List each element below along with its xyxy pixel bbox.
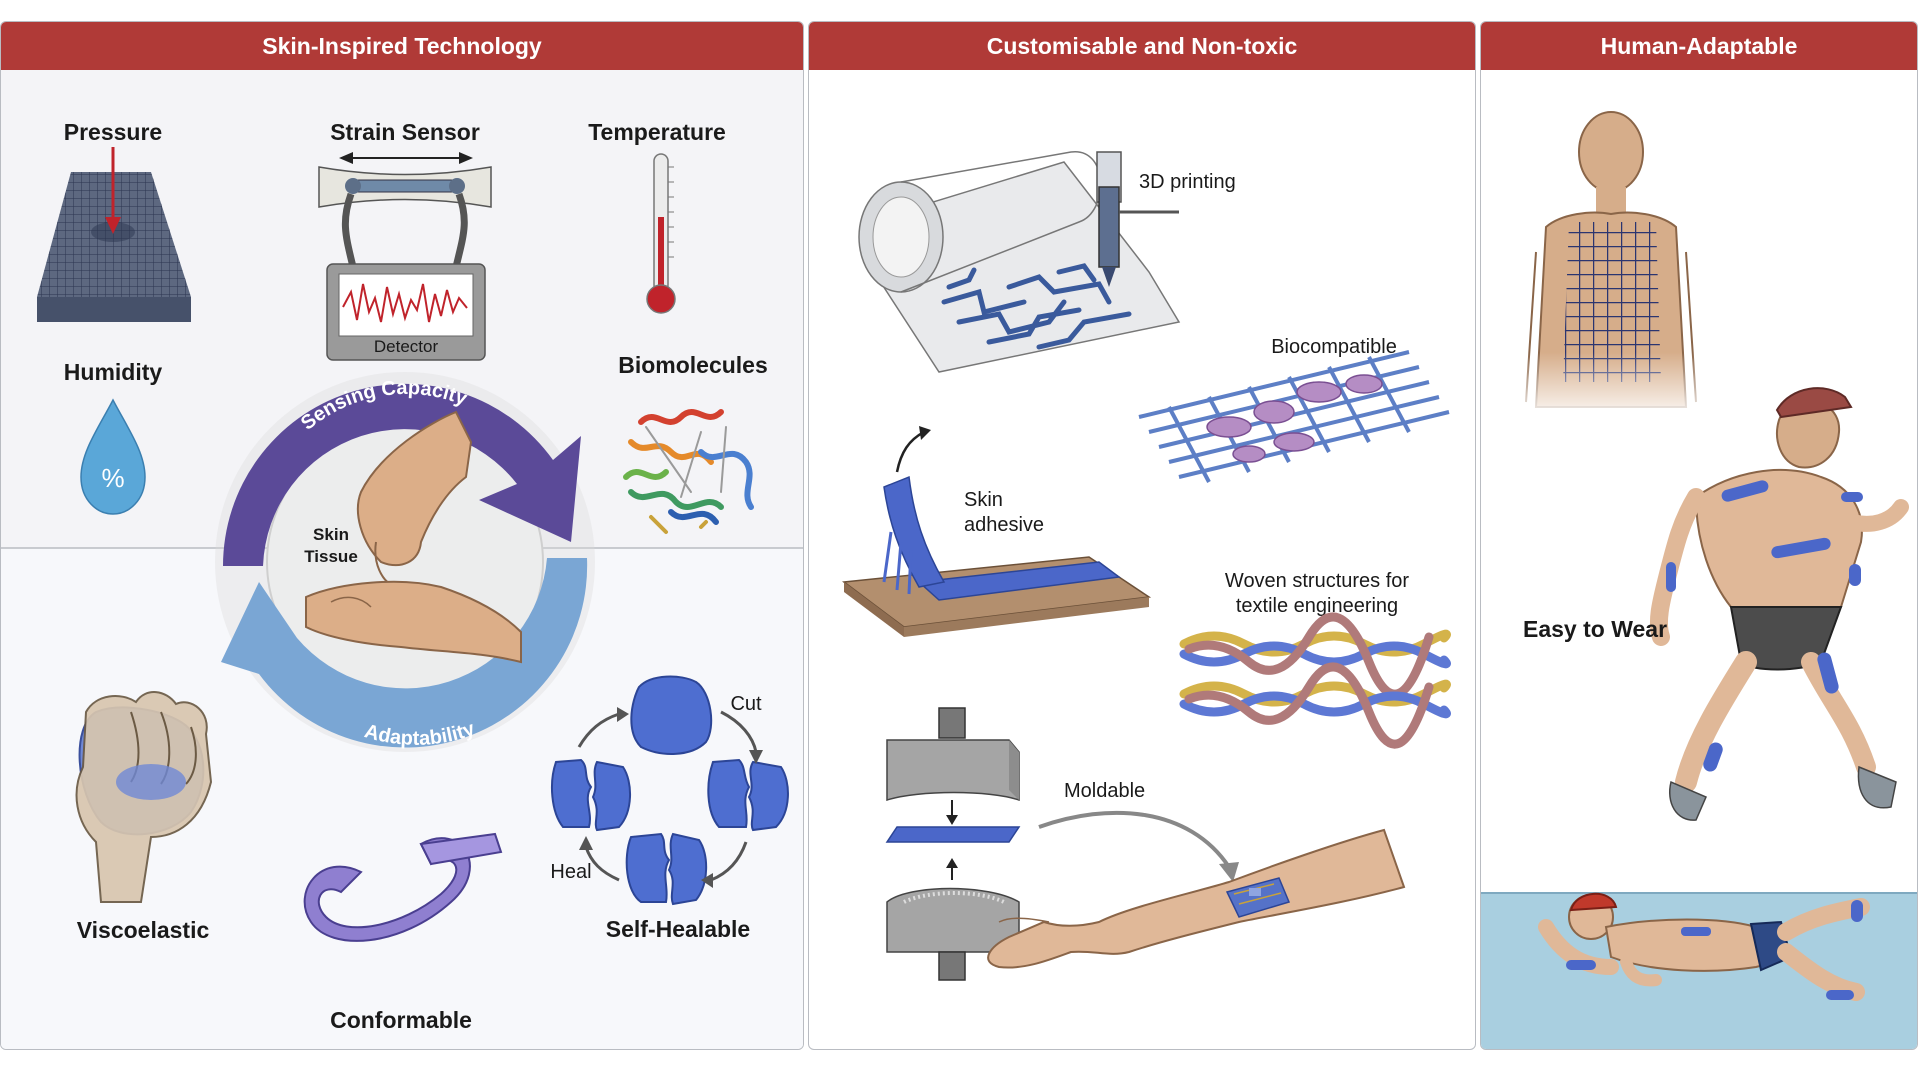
man-with-sensor-shirt-icon bbox=[1511, 111, 1721, 422]
viscoelastic-label: Viscoelastic bbox=[77, 917, 210, 943]
skin-adhesive-peel-icon bbox=[842, 426, 1152, 637]
swimmer-with-patches-icon bbox=[1538, 892, 1870, 1001]
thermometer-icon bbox=[646, 153, 676, 314]
panel-skin-inspired: Skin-Inspired Technology Pressure Strain… bbox=[0, 21, 804, 1050]
adaptability-arrow bbox=[221, 558, 588, 748]
biocompatible-scaffold-icon bbox=[1138, 350, 1450, 483]
moldable-label: Moldable bbox=[1064, 780, 1145, 802]
pressure-icon bbox=[37, 147, 191, 322]
protein-structure-icon bbox=[623, 409, 754, 534]
customisable-illustration: 3D printing Biocompatible bbox=[842, 151, 1451, 981]
temperature-label: Temperature bbox=[588, 119, 726, 145]
squeezed-ball-hand-icon bbox=[75, 691, 213, 903]
skin-adhesive-label-line1: Skin bbox=[964, 489, 1003, 511]
easy-to-wear-label: Easy to Wear bbox=[1523, 616, 1667, 642]
panel-title-human-adaptable: Human-Adaptable bbox=[1481, 22, 1917, 70]
detector-label: Detector bbox=[374, 337, 439, 356]
self-healable-label: Self-Healable bbox=[606, 916, 750, 942]
skin-adhesive-label-line2: adhesive bbox=[964, 514, 1044, 536]
panel-human-adaptable: Human-Adaptable bbox=[1480, 21, 1918, 1050]
runner-with-patches-icon bbox=[1649, 387, 1909, 821]
woven-label-line1: Woven structures for bbox=[1225, 570, 1409, 592]
human-adaptable-illustration: Easy to Wear bbox=[1481, 111, 1917, 1049]
panel-customisable: Customisable and Non-toxic 3D printing B… bbox=[808, 21, 1476, 1050]
conformable-label: Conformable bbox=[330, 1007, 472, 1033]
sensing-capacity-arrow bbox=[223, 383, 581, 566]
3d-printing-label: 3D printing bbox=[1139, 171, 1236, 193]
strain-sensor-icon bbox=[318, 152, 492, 361]
skin-tissue-label-line1: Skin bbox=[313, 525, 349, 544]
woven-braid-icon bbox=[1179, 612, 1451, 749]
biocompatible-label: Biocompatible bbox=[1271, 336, 1397, 358]
humidity-label: Humidity bbox=[64, 359, 163, 385]
cut-label: Cut bbox=[730, 693, 762, 715]
water-drop-icon: % bbox=[80, 398, 146, 515]
moldable-arrow-icon bbox=[1038, 810, 1239, 882]
hand-pinching-skin-icon bbox=[305, 410, 522, 664]
sensing-adaptability-cycle: Sensing Capacity Adaptability Skin Tissu… bbox=[215, 372, 595, 752]
skin-inspired-illustration: Pressure Strain Sensor Detector bbox=[1, 70, 803, 1049]
panel-title-customisable: Customisable and Non-toxic bbox=[809, 22, 1475, 70]
heal-label: Heal bbox=[550, 861, 591, 883]
pressure-label: Pressure bbox=[64, 119, 162, 145]
conformable-strip-icon bbox=[303, 832, 503, 942]
printed-circuit-roll-icon bbox=[858, 151, 1181, 373]
humidity-percent: % bbox=[101, 463, 124, 493]
biomolecules-label: Biomolecules bbox=[618, 352, 768, 378]
self-healing-cycle-icon bbox=[551, 675, 789, 906]
mold-press-icon bbox=[885, 707, 1021, 981]
skin-tissue-label-line2: Tissue bbox=[304, 547, 358, 566]
panel-title-skin-inspired: Skin-Inspired Technology bbox=[1, 22, 803, 70]
strain-sensor-label: Strain Sensor bbox=[330, 119, 480, 145]
woven-label-line2: textile engineering bbox=[1236, 595, 1398, 617]
forearm-with-patch-icon bbox=[987, 828, 1406, 969]
